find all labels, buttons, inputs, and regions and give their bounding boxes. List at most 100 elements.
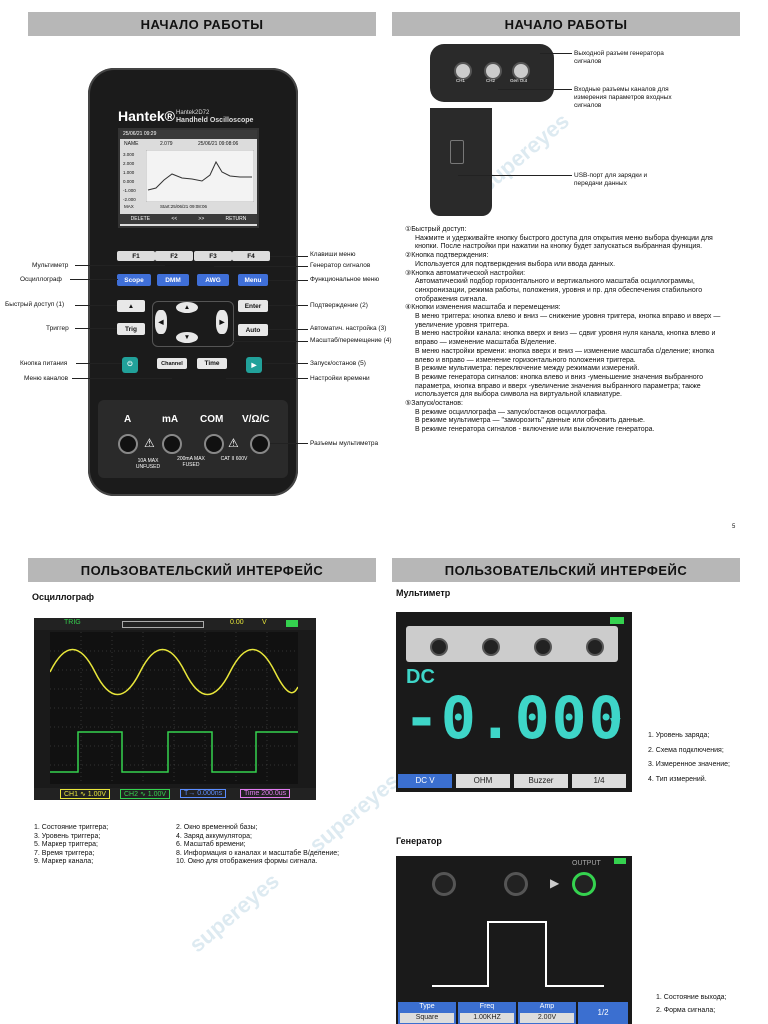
callout-function-menu: Функциональное меню bbox=[310, 276, 380, 283]
scope-waveform-area bbox=[50, 632, 298, 784]
mm-menu-buzzer[interactable]: Buzzer bbox=[514, 774, 568, 788]
leader-line bbox=[268, 305, 308, 306]
dpad-up[interactable]: ▲ bbox=[176, 302, 198, 313]
dpad bbox=[152, 301, 234, 347]
time-scale: Time 200.0us bbox=[240, 789, 291, 798]
leader-line bbox=[70, 279, 118, 280]
jack-icon bbox=[586, 638, 604, 656]
power-button[interactable]: ⏻ bbox=[122, 357, 138, 373]
warning-icon: ⚠ bbox=[144, 436, 155, 450]
callout-gen-output: Выходной разъем генератора сигналов bbox=[574, 50, 664, 65]
mm-menu-dcv[interactable]: DC V bbox=[398, 774, 452, 788]
brand-logo: Hantek® bbox=[118, 108, 175, 124]
jack-ma[interactable] bbox=[162, 434, 182, 454]
gen-output-label: OUTPUT bbox=[572, 860, 601, 867]
leader-line bbox=[214, 266, 308, 267]
trig-level-value: 0.00 bbox=[230, 619, 244, 626]
header-top-right: НАЧАЛО РАБОТЫ bbox=[392, 12, 740, 36]
section-oscilloscope: Осциллограф bbox=[32, 592, 95, 602]
jack-label-vohm: V/Ω/C bbox=[242, 414, 270, 425]
leader-line bbox=[540, 53, 572, 54]
gen-out-connector[interactable] bbox=[512, 62, 530, 80]
jack-label-a: A bbox=[124, 414, 132, 425]
instr-heading-3: ③Кнопка автоматической настройки: bbox=[405, 269, 526, 277]
gen-out-label: Gen Out bbox=[510, 78, 528, 83]
arrow-up-icon: ▲ bbox=[183, 304, 191, 311]
callout-scale: Масштаб/перемещение (4) bbox=[310, 337, 392, 344]
dpad-left[interactable]: ◀ bbox=[155, 310, 167, 334]
dmm-button[interactable]: DMM bbox=[157, 274, 189, 286]
mm-menu-ohm[interactable]: OHM bbox=[456, 774, 510, 788]
battery-icon bbox=[610, 617, 624, 624]
callout-inputs: Входные разъемы каналов для измерения па… bbox=[574, 86, 672, 109]
gen-waveform bbox=[432, 921, 604, 987]
callout-run-stop: Запуск/останов (5) bbox=[310, 360, 366, 367]
enter-button[interactable]: Enter bbox=[238, 300, 268, 312]
timebase-window bbox=[122, 621, 204, 628]
ch1-label: CH1 bbox=[456, 78, 466, 83]
screen-menu: DELETE<<>>RETURN bbox=[120, 214, 257, 224]
scope-legend-left: 1. Состояние триггера;3. Уровень триггер… bbox=[34, 824, 109, 866]
instr-text: В меню триггера: кнопка влево и вниз — с… bbox=[415, 313, 721, 329]
trig-state: TRIG bbox=[64, 619, 81, 626]
callout-menu-keys: Клавиши меню bbox=[310, 251, 356, 258]
leader-line bbox=[72, 378, 172, 379]
f2-button[interactable]: F2 bbox=[155, 251, 193, 261]
scope-top-bar bbox=[34, 618, 316, 630]
gen-jack-icon bbox=[432, 872, 456, 896]
channel-button[interactable]: Channel bbox=[157, 358, 187, 369]
f4-button[interactable]: F4 bbox=[232, 251, 270, 261]
dpad-down[interactable]: ▼ bbox=[176, 332, 198, 343]
awg-button[interactable]: AWG bbox=[197, 274, 229, 286]
dpad-right[interactable]: ▶ bbox=[216, 310, 228, 334]
jack-com[interactable] bbox=[204, 434, 224, 454]
battery-icon bbox=[286, 620, 298, 627]
callout-usb: USB-порт для зарядки и передачи данных bbox=[574, 172, 648, 187]
f3-button[interactable]: F3 bbox=[194, 251, 232, 261]
leader-line bbox=[268, 329, 308, 330]
instr-text: Нажмите и удерживайте кнопку быстрого до… bbox=[415, 234, 713, 251]
quick-access-button[interactable]: ▲ bbox=[117, 300, 145, 312]
leader-line bbox=[270, 256, 308, 257]
run-stop-button[interactable]: ▶ bbox=[246, 357, 262, 373]
jack-a[interactable] bbox=[118, 434, 138, 454]
mm-legend: 1. Уровень заряда;2. Схема подключения;3… bbox=[648, 732, 730, 783]
ch1-connector[interactable] bbox=[454, 62, 472, 80]
mm-menu-page[interactable]: 1/4 bbox=[572, 774, 626, 788]
scope-screen: TRIG 0.00 V CH1 ∿ 1.00V CH2 ∿ 1.00V T→ 0… bbox=[34, 618, 316, 800]
leader-line bbox=[76, 363, 122, 364]
time-button[interactable]: Time bbox=[197, 358, 227, 369]
person-icon: ▲ bbox=[127, 302, 135, 310]
screen-foot-max: MAX bbox=[124, 204, 134, 209]
jack-label-com: COM bbox=[200, 414, 224, 425]
multimeter-screen: DC -0.000 V DC V OHM Buzzer 1/4 bbox=[396, 612, 632, 792]
menu-button[interactable]: Menu bbox=[238, 274, 268, 286]
battery-icon bbox=[614, 858, 626, 864]
leader-line bbox=[75, 305, 117, 306]
arrow-left-icon: ◀ bbox=[158, 319, 164, 326]
leader-line bbox=[498, 89, 572, 90]
scope-button[interactable]: Scope bbox=[117, 274, 151, 286]
jack-note-3: CAT II 600V bbox=[220, 456, 248, 462]
screen-foot-start: Start:25/06/21 09:08:06 bbox=[160, 204, 208, 209]
callout-quick-access: Быстрый доступ (1) bbox=[5, 301, 65, 308]
leader-line bbox=[270, 443, 308, 444]
usb-port[interactable] bbox=[450, 140, 464, 164]
jack-icon bbox=[482, 638, 500, 656]
jack-v[interactable] bbox=[250, 434, 270, 454]
auto-button[interactable]: Auto bbox=[238, 324, 268, 336]
screen-val: 2.079 bbox=[160, 141, 173, 147]
trig-button[interactable]: Trig bbox=[117, 323, 145, 335]
gen-menu-page[interactable]: 1/2 bbox=[578, 1002, 628, 1024]
callout-multimeter: Мультиметр bbox=[32, 262, 69, 269]
warning-icon: ⚠ bbox=[228, 436, 239, 450]
scope-legend-right: 2. Окно временной базы;4. Заряд аккумуля… bbox=[176, 824, 340, 866]
f1-button[interactable]: F1 bbox=[117, 251, 155, 261]
callout-channel-menu: Меню каналов bbox=[24, 375, 69, 382]
ch2-connector[interactable] bbox=[484, 62, 502, 80]
